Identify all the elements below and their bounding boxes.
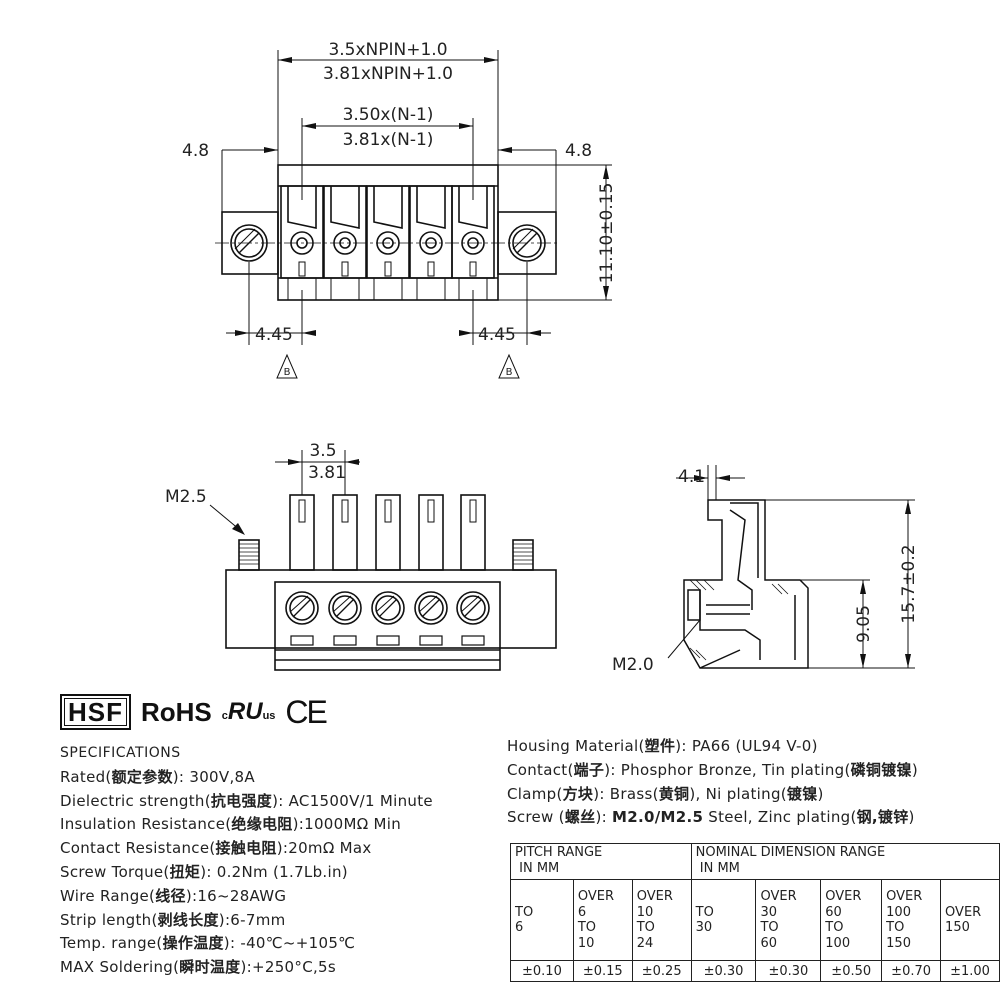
terminal-cell-front <box>285 494 319 646</box>
m2.5-screw-stud <box>512 539 534 571</box>
tolerance-cell: ±1.00 <box>940 960 1000 982</box>
range-cell: OVER 6 TO 10 <box>572 879 633 961</box>
dim-total-a: 3.5xNPIN+1.0 <box>328 40 447 60</box>
hsf-logo: HSF <box>60 694 131 730</box>
spec-line: Temp. range(操作温度): -40℃~+105℃ <box>60 934 356 953</box>
rohs-logo: RoHS <box>141 696 212 727</box>
dim-pitch-b: 3.81x(N-1) <box>343 130 434 150</box>
tolerance-cell: ±0.50 <box>820 960 883 982</box>
material-line-screw: Screw (螺丝): M2.0/M2.5 Steel, Zinc platin… <box>507 808 915 827</box>
terminal-cell-front <box>414 494 448 646</box>
specifications-block: SPECIFICATIONS Rated(额定参数): 300V,8A Diele… <box>60 742 433 980</box>
range-cell: OVER 10 TO 24 <box>631 879 692 961</box>
side-dim-top: 4.1 <box>678 467 705 487</box>
terminal-cell-front <box>456 494 490 646</box>
nominal-range-header: NOMINAL DIMENSION RANGE IN MM <box>690 843 1000 880</box>
front-screw-label: M2.5 <box>165 487 207 507</box>
dim-bottom-left: 4.45 <box>255 325 293 345</box>
material-line-contact: Contact(端子): Phosphor Bronze, Tin platin… <box>507 760 918 779</box>
spec-line: Rated(额定参数): 300V,8A <box>60 767 255 786</box>
dim-right: 4.8 <box>565 141 592 161</box>
spec-line: Insulation Resistance(绝缘电阻):1000MΩ Min <box>60 815 402 834</box>
materials-block: Housing Material(塑件): PA66 (UL94 V-0) Co… <box>507 735 918 830</box>
tolerance-cell: ±0.25 <box>631 960 692 982</box>
range-cell: OVER 60 TO 100 <box>820 879 883 961</box>
range-cell: OVER 30 TO 60 <box>755 879 822 961</box>
dim-bottom-right: 4.45 <box>478 325 516 345</box>
dim-left: 4.8 <box>182 141 209 161</box>
top-view-drawing: 3.5xNPIN+1.0 3.81xNPIN+1.0 3.50x(N-1) 3.… <box>182 40 617 379</box>
datum-label-right: B <box>506 367 513 378</box>
spec-line: Dielectric strength(抗电强度): AC1500V/1 Min… <box>60 791 433 810</box>
spec-line: Wire Range(线径):16~28AWG <box>60 886 287 905</box>
pitch-range-header: PITCH RANGE IN MM <box>510 843 692 880</box>
range-cell: TO 30 <box>690 879 757 961</box>
specifications-heading: SPECIFICATIONS <box>60 745 181 761</box>
terminal-cell-front <box>371 494 405 646</box>
side-screw-label: M2.0 <box>612 655 654 675</box>
terminal-cell-top <box>323 185 367 300</box>
dim-height: 11.10±0.15 <box>597 183 617 284</box>
dim-total-b: 3.81xNPIN+1.0 <box>323 64 453 84</box>
front-view-drawing: 3.5 3.81 M2.5 <box>165 441 557 671</box>
tolerance-cell: ±0.30 <box>755 960 822 982</box>
spec-line: Strip length(剥线长度):6-7mm <box>60 910 286 929</box>
terminal-cell-front <box>328 494 362 646</box>
m2.5-screw-stud <box>238 539 260 571</box>
terminal-cell-top <box>366 185 410 300</box>
material-line-clamp: Clamp(方块): Brass(黄铜), Ni plating(镀镍) <box>507 784 824 803</box>
dim-pitch-a: 3.50x(N-1) <box>343 105 434 125</box>
tolerance-cell: ±0.30 <box>690 960 757 982</box>
tolerance-cell: ±0.70 <box>881 960 942 982</box>
side-view-drawing: 4.1 15.7±0.2 9.05 M2.0 <box>612 465 919 675</box>
tolerance-cell: ±0.10 <box>510 960 574 982</box>
spec-line: Contact Resistance(接触电阻):20mΩ Max <box>60 839 372 858</box>
side-dim-mid: 9.05 <box>854 605 874 643</box>
spec-line: Screw Torque(扭矩): 0.2Nm (1.7Lb.in) <box>60 862 348 881</box>
ul-logo: cRUus <box>221 698 276 725</box>
terminal-cell-top <box>409 185 453 300</box>
range-cell: OVER 100 TO 150 <box>881 879 942 961</box>
datum-label-left: B <box>284 367 291 378</box>
front-pitch-b: 3.81 <box>308 463 346 483</box>
ce-logo: CE <box>285 693 327 730</box>
terminal-cell-top <box>280 185 324 300</box>
range-cell: TO 6 <box>510 879 574 961</box>
spec-line: MAX Soldering(瞬时温度):+250°C,5s <box>60 958 336 977</box>
certification-logos: HSF RoHS cRUus CE <box>60 692 328 732</box>
terminal-cell-top <box>451 185 495 300</box>
range-cell: OVER 150 <box>940 879 1000 961</box>
material-line-housing: Housing Material(塑件): PA66 (UL94 V-0) <box>507 737 818 755</box>
tolerance-cell: ±0.15 <box>572 960 633 982</box>
side-dim-height: 15.7±0.2 <box>899 544 919 623</box>
front-pitch-a: 3.5 <box>309 441 336 461</box>
tolerance-table: PITCH RANGE IN MM NOMINAL DIMENSION RANG… <box>510 843 1000 982</box>
